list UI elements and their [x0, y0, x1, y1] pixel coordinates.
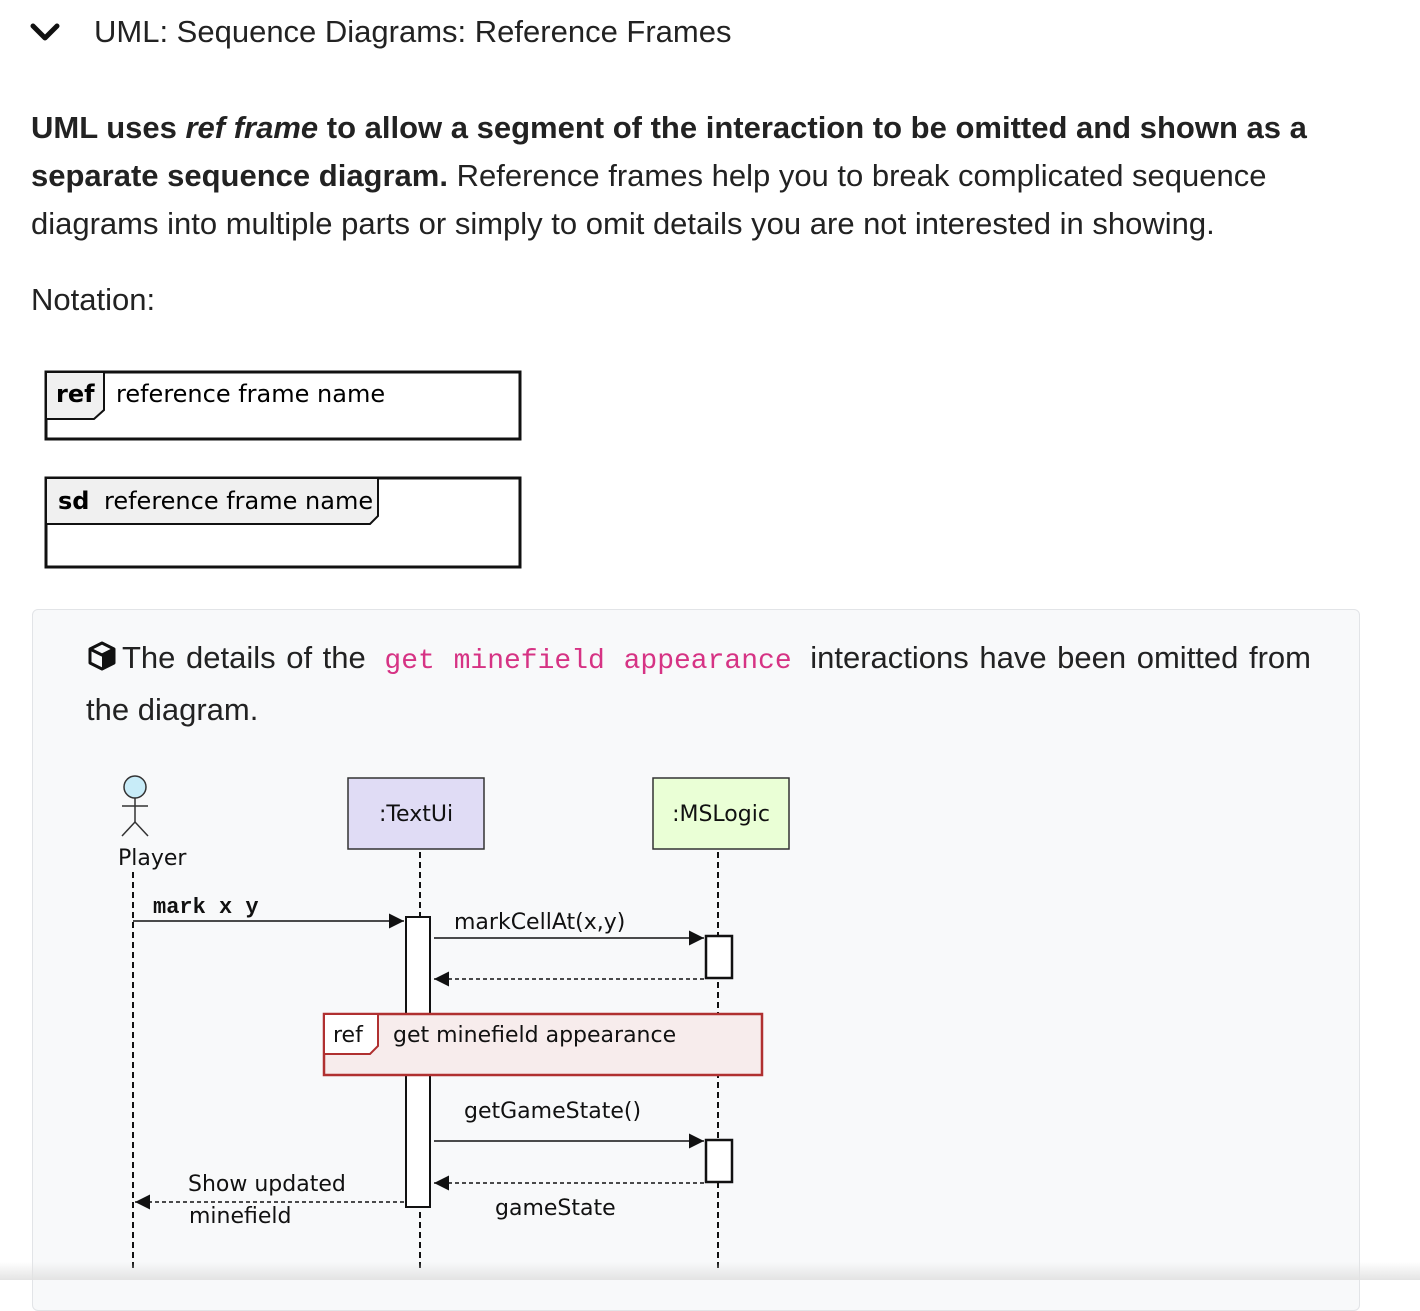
- intro-rest: Reference frames help you to break compl…: [31, 158, 1267, 241]
- participant-mslogic: :MSLogic: [652, 777, 790, 850]
- mslogic-activation-1: [704, 934, 734, 980]
- ref-frame-minefield: ref get minefield appearance: [322, 1012, 764, 1077]
- ref-keyword: ref: [56, 380, 95, 408]
- box-icon: [88, 641, 116, 671]
- participant-textui-label: :TextUi: [379, 802, 453, 827]
- ref-frame-name: reference frame name: [116, 380, 385, 408]
- example-callout: The details of the get minefield appeara…: [32, 609, 1360, 1311]
- actor-label: Player: [118, 846, 187, 871]
- ref-frame-keyword: ref: [333, 1023, 364, 1048]
- callout-text-before: The details of the: [122, 640, 366, 675]
- ref-frame-notation: ref reference frame name: [44, 370, 522, 441]
- participant-textui: :TextUi: [347, 777, 485, 850]
- section-header[interactable]: UML: Sequence Diagrams: Reference Frames: [28, 10, 731, 54]
- ref-frame-title: get minefield appearance: [393, 1023, 676, 1048]
- participant-mslogic-label: :MSLogic: [672, 802, 770, 827]
- bottom-fade: [0, 1262, 1420, 1280]
- sd-frame-name: reference frame name: [104, 487, 373, 515]
- message-getgamestate-label: getGameState(): [464, 1099, 641, 1124]
- player-actor: Player: [118, 775, 187, 871]
- message-mark-label: mark x y: [153, 895, 259, 920]
- message-markcell-label: markCellAt(x,y): [454, 910, 625, 935]
- sequence-diagram: Player :TextUi :MSLogic mark x y markCel…: [118, 775, 790, 1270]
- sd-keyword: sd: [58, 487, 89, 515]
- intro-bold-2: to allow a segment of the interaction to…: [31, 110, 1307, 193]
- actor-head: [123, 775, 147, 799]
- notation-frames: ref reference frame name sd reference fr…: [44, 370, 522, 569]
- sd-frame-notation: sd reference frame name: [44, 476, 522, 569]
- intro-paragraph: UML uses ref frame to allow a segment of…: [31, 104, 1371, 248]
- chevron-down-icon[interactable]: [28, 15, 62, 49]
- message-show-line1: Show updated: [188, 1172, 346, 1197]
- intro-bold-1: UML uses: [31, 110, 186, 145]
- intro-bold-italic: ref frame: [185, 110, 319, 145]
- callout-text-after: interactions have been omitted from the …: [86, 640, 1311, 727]
- callout-code: get minefield appearance: [384, 646, 792, 677]
- callout-text: The details of the get minefield appeara…: [86, 634, 1311, 734]
- mslogic-activation-2: [704, 1138, 734, 1184]
- notation-label: Notation:: [31, 282, 156, 317]
- message-show-line2: minefield: [189, 1204, 292, 1229]
- message-gamestate-label: gameState: [495, 1196, 616, 1221]
- section-title[interactable]: UML: Sequence Diagrams: Reference Frames: [94, 14, 732, 49]
